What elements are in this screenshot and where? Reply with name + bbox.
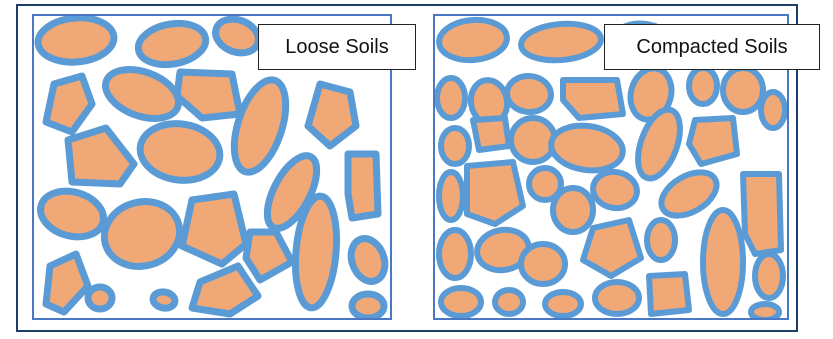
soil-particle	[136, 119, 223, 186]
soil-particle	[182, 194, 246, 264]
soil-particle	[177, 72, 240, 118]
soil-particle	[590, 168, 640, 211]
soil-particle	[647, 220, 675, 260]
soil-particle	[511, 118, 555, 162]
soil-particle	[352, 294, 384, 318]
soil-particle	[439, 172, 463, 220]
soil-particle	[192, 266, 258, 314]
soil-particle	[152, 290, 176, 310]
soil-particle	[467, 162, 523, 224]
soil-particle	[439, 230, 471, 278]
soil-particle	[548, 121, 625, 175]
soil-particle	[473, 118, 509, 150]
soil-particle	[751, 304, 779, 320]
soil-particle	[506, 74, 553, 114]
soil-particle	[308, 84, 356, 146]
soil-particle	[88, 287, 112, 309]
soil-particle	[703, 210, 743, 314]
soil-particle	[521, 244, 565, 284]
soil-particle	[583, 220, 641, 276]
soil-particle	[755, 254, 783, 298]
loose-soils-label: Loose Soils	[258, 24, 416, 70]
soil-particle	[35, 184, 108, 243]
soil-particle	[68, 128, 134, 184]
soil-particle	[743, 174, 781, 254]
soil-particle	[441, 288, 481, 316]
soil-particle	[97, 193, 187, 274]
soil-particle	[545, 292, 581, 316]
soil-particle	[441, 128, 469, 164]
soil-particle	[689, 68, 717, 104]
soil-particle	[723, 68, 763, 112]
soil-particle	[761, 92, 785, 128]
soil-particle	[46, 254, 88, 312]
soil-particle	[553, 188, 593, 232]
soil-particle	[595, 282, 639, 314]
soil-particle	[649, 274, 689, 314]
soil-particle	[246, 232, 292, 280]
soil-particle	[437, 78, 465, 118]
soil-particle	[495, 290, 523, 314]
soil-particle	[135, 18, 209, 69]
soil-particle	[348, 154, 378, 218]
soil-particle	[689, 118, 737, 164]
soil-particle	[437, 17, 508, 63]
soil-particle	[99, 60, 185, 127]
soil-particle	[520, 21, 603, 64]
soil-particle	[36, 15, 116, 65]
soil-particle	[345, 234, 390, 286]
soil-particle	[563, 80, 623, 118]
compacted-soils-label: Compacted Soils	[604, 24, 820, 70]
soil-particle	[211, 14, 263, 59]
soil-particle	[46, 76, 92, 132]
